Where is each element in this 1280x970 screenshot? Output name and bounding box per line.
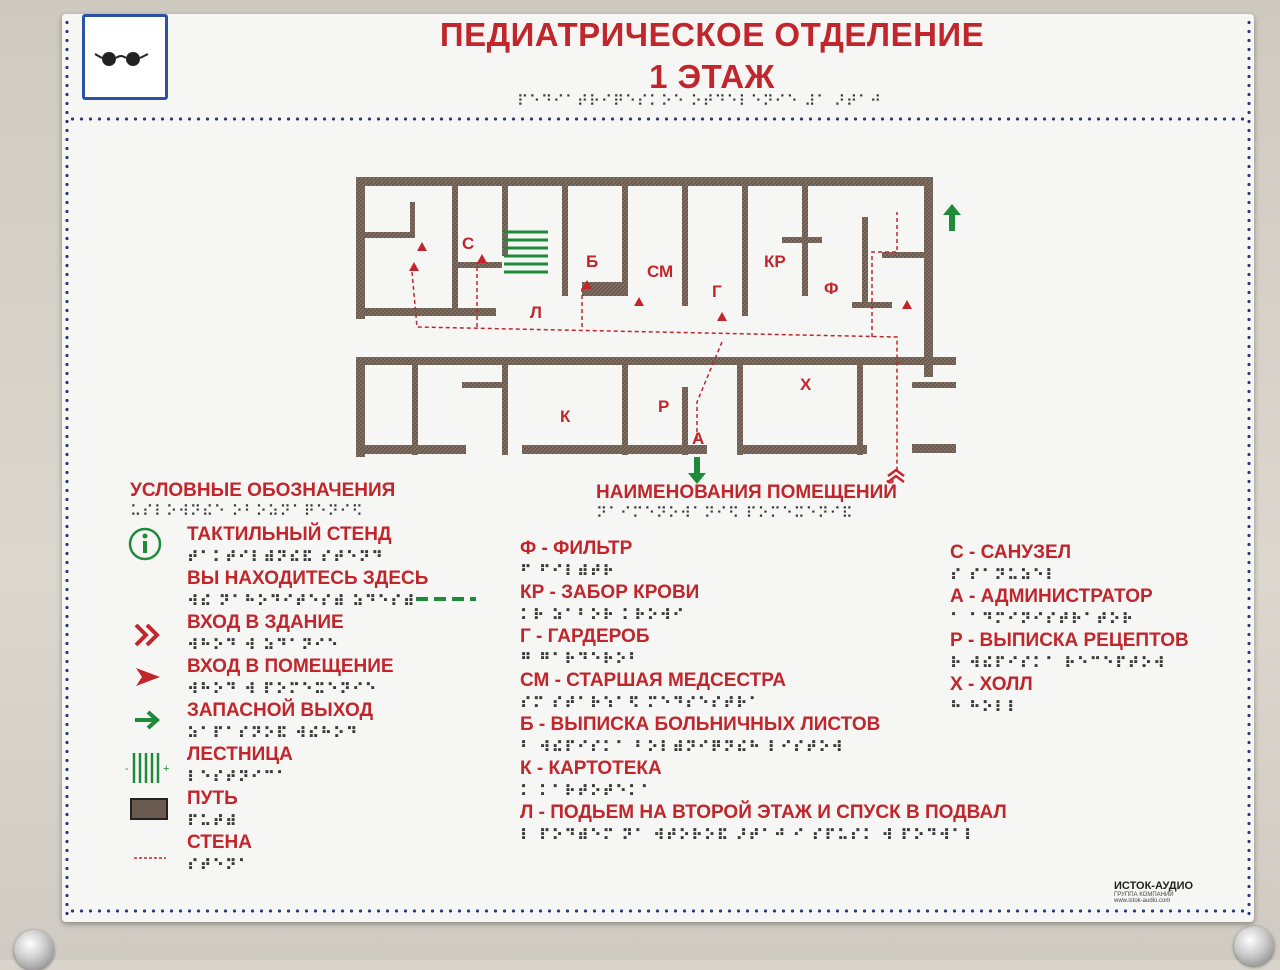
room-entry-arrows [409,242,912,321]
svg-text:-: - [125,763,129,775]
floor-plan: С Л Б СМ Г КР Ф Х К Р А [352,172,972,497]
dotted-border-right [1247,18,1251,916]
path-swatch-icon [130,798,168,825]
wall-line-icon [134,848,166,866]
rooms-title-braille: ⠝⠁⠊⠍⠑⠝⠕⠺⠁⠝⠊⠫ ⠏⠕⠍⠑⠭⠑⠝⠊⠯ [596,504,854,522]
room-k-label: К [560,407,571,426]
legend-item-building-entry: ВХОД В ЗДАНИЕ ⠺⠓⠕⠙ ⠺ ⠵⠙⠁⠝⠊⠑ [187,612,344,654]
emergency-exit-icon [132,708,164,737]
title-braille: ⠏⠑⠙⠊⠁⠞⠗⠊⠟⠑⠎⠅⠕⠑ ⠕⠞⠙⠑⠇⠑⠝⠊⠑ ⠼⠁ ⠜⠞⠁⠚ [517,92,882,110]
legend-item-emergency-exit: ЗАПАСНОЙ ВЫХОД ⠵⠁⠏⠁⠎⠝⠕⠯ ⠺⠮⠓⠕⠙ [187,700,374,742]
dotted-divider [68,117,1248,121]
room-s-label: С [462,234,474,253]
room-r-label: Р [658,397,669,416]
room-entry-x: Х - ХОЛЛ⠓ ⠓⠕⠇⠇ [950,674,1033,716]
staircase-icon: +- [124,748,174,793]
legend-title: УСЛОВНЫЕ ОБОЗНАЧЕНИЯ [130,480,396,501]
room-entry-l: Л - ПОДЬЕМ НА ВТОРОЙ ЭТАЖ И СПУСК В ПОДВ… [520,802,1007,844]
room-b-label: Б [586,252,598,271]
path-route [411,212,898,472]
building-entry-icon [132,622,164,653]
room-entry-sm: СМ - СТАРШАЯ МЕДСЕСТРА⠎⠍ ⠎⠞⠁⠗⠱⠁⠫ ⠍⠑⠙⠎⠑⠎⠞… [520,670,786,712]
low-vision-icon [82,14,168,100]
mount-bolt-left [14,930,54,970]
room-a-label: А [692,429,704,448]
room-entry-icon [132,666,164,693]
room-marker-letters: С Л Б СМ Г КР Ф Х К Р А [462,234,839,448]
rooms-title: НАИМЕНОВАНИЯ ПОМЕЩЕНИЙ [596,482,897,503]
mount-bolt-right [1234,926,1274,966]
room-entry-kr: КР - ЗАБОР КРОВИ⠅⠗ ⠵⠁⠃⠕⠗ ⠅⠗⠕⠺⠊ [520,582,700,624]
dotted-border-bottom [68,909,1248,913]
room-f-label: Ф [824,279,839,298]
room-g-label: Г [712,282,722,301]
legend-item-room-entry: ВХОД В ПОМЕЩЕНИЕ ⠺⠓⠕⠙ ⠺ ⠏⠕⠍⠑⠭⠑⠝⠊⠑ [187,656,394,698]
legend-item-path: ПУТЬ ⠏⠥⠞⠾ [187,788,238,830]
stair-icon [504,230,548,274]
legend-item-wall: СТЕНА ⠎⠞⠑⠝⠁ [187,832,252,874]
istok-audio-logo: ИСТОК-АУДИО ГРУППА КОМПАНИЙ www.istok-au… [1114,880,1194,904]
room-x-label: Х [800,375,812,394]
room-entry-g: Г - ГАРДЕРОБ⠛ ⠛⠁⠗⠙⠑⠗⠕⠃ [520,626,650,668]
room-entry-f: Ф - ФИЛЬТР⠋ ⠋⠊⠇⠾⠞⠗ [520,538,633,580]
legend-item-staircase: ЛЕСТНИЦА ⠇⠑⠎⠞⠝⠊⠉⠁ [187,744,293,786]
room-entry-k: К - КАРТОТЕКА⠅ ⠅⠁⠗⠞⠕⠞⠑⠅⠁ [520,758,662,800]
you-are-here-line [416,597,476,601]
legend-item-you-are-here: ВЫ НАХОДИТЕСЬ ЗДЕСЬ ⠺⠮ ⠝⠁⠓⠕⠙⠊⠞⠑⠎⠾ ⠵⠙⠑⠎⠾ [187,568,429,610]
walls [356,177,956,457]
room-entry-b: Б - ВЫПИСКА БОЛЬНИЧНЫХ ЛИСТОВ⠃ ⠺⠮⠏⠊⠎⠅⠁ ⠃… [520,714,881,756]
exit-arrow-top [943,204,961,231]
room-entry-r: Р - ВЫПИСКА РЕЦЕПТОВ⠗ ⠺⠮⠏⠊⠎⠅⠁ ⠗⠑⠉⠑⠏⠞⠕⠺ [950,630,1189,672]
info-stand-icon [127,526,163,567]
room-sm-label: СМ [647,262,673,281]
legend-item-stand: ТАКТИЛЬНЫЙ СТЕНД ⠞⠁⠅⠞⠊⠇⠾⠝⠮⠯ ⠎⠞⠑⠝⠙ [187,524,392,566]
dotted-border-left [65,18,69,916]
svg-text:+: + [163,763,169,775]
building-entry [887,468,905,483]
room-entry-a: А - АДМИНИСТРАТОР⠁ ⠁⠙⠍⠊⠝⠊⠎⠞⠗⠁⠞⠕⠗ [950,586,1153,628]
legend-title-braille: ⠥⠎⠇⠕⠺⠝⠮⠑ ⠕⠃⠕⠵⠝⠁⠟⠑⠝⠊⠫ [130,502,364,520]
tactile-sign: ПЕДИАТРИЧЕСКОЕ ОТДЕЛЕНИЕ 1 ЭТАЖ ⠏⠑⠙⠊⠁⠞⠗⠊… [62,14,1254,922]
exit-arrow-bottom [688,457,706,484]
room-entry-s: С - САНУЗЕЛ⠎ ⠎⠁⠝⠥⠵⠑⠇ [950,542,1072,584]
floor-title: 1 ЭТАЖ [649,58,775,95]
page-title: ПЕДИАТРИЧЕСКОЕ ОТДЕЛЕНИЕ [439,16,985,53]
room-l-label: Л [530,303,542,322]
room-kr-label: КР [764,252,786,271]
